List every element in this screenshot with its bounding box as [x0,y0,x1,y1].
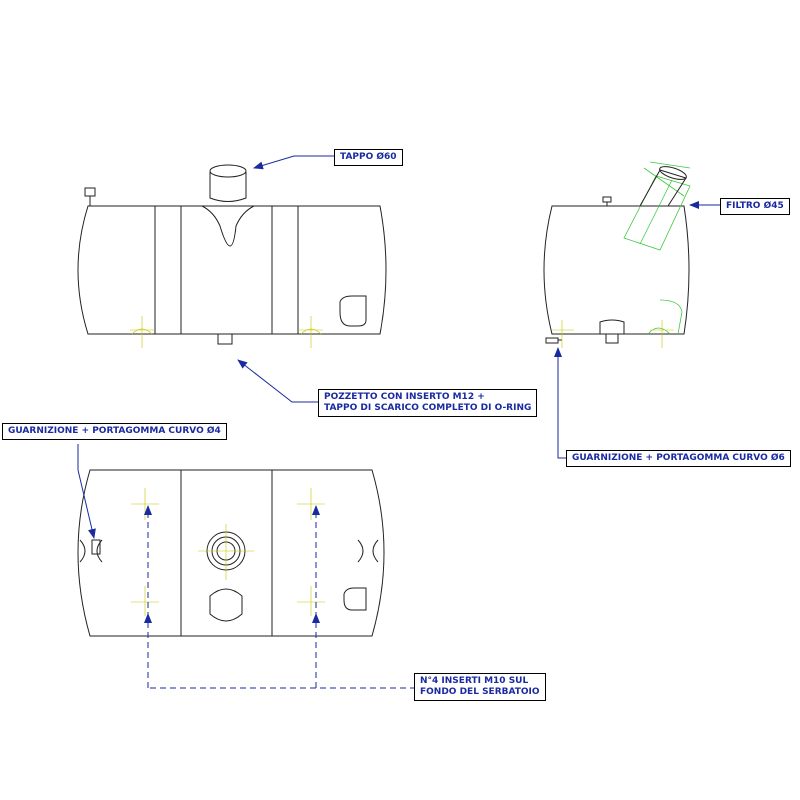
callout-tappo-text: TAPPO Ø60 [340,152,397,162]
side-view-tank [543,196,690,344]
callout-guarnizione-4: GUARNIZIONE + PORTAGOMMA CURVO Ø4 [2,423,227,440]
side-view-centerlines [552,320,674,348]
callout-pozzetto: POZZETTO CON INSERTO M12 + TAPPO DI SCAR… [318,389,538,417]
callout-inserti-line1: N°4 INSERTI M10 SUL [420,676,529,686]
callout-guarnizione-4-text: GUARNIZIONE + PORTAGOMMA CURVO Ø4 [8,426,221,436]
front-view-centerlines [130,316,323,348]
leader-lines [77,155,720,539]
inserti-leader-dashed [144,505,416,689]
callout-inserti: N°4 INSERTI M10 SUL FONDO DEL SERBATOIO [414,673,546,701]
callout-inserti-line2: FONDO DEL SERBATOIO [420,687,540,697]
callout-pozzetto-line1: POZZETTO CON INSERTO M12 + [324,392,485,402]
callout-tappo: TAPPO Ø60 [334,149,403,166]
callout-filtro-text: FILTRO Ø45 [726,201,784,211]
top-view-centerlines [131,488,325,616]
callout-guarnizione-6-text: GUARNIZIONE + PORTAGOMMA CURVO Ø6 [572,453,785,463]
top-view-tank [77,469,385,637]
callout-pozzetto-line2: TAPPO DI SCARICO COMPLETO DI O-RING [324,403,532,413]
front-view-tank [77,164,387,345]
callout-guarnizione-6: GUARNIZIONE + PORTAGOMMA CURVO Ø6 [566,450,791,467]
callout-filtro: FILTRO Ø45 [720,198,790,215]
side-view-filter-neck [639,166,687,207]
